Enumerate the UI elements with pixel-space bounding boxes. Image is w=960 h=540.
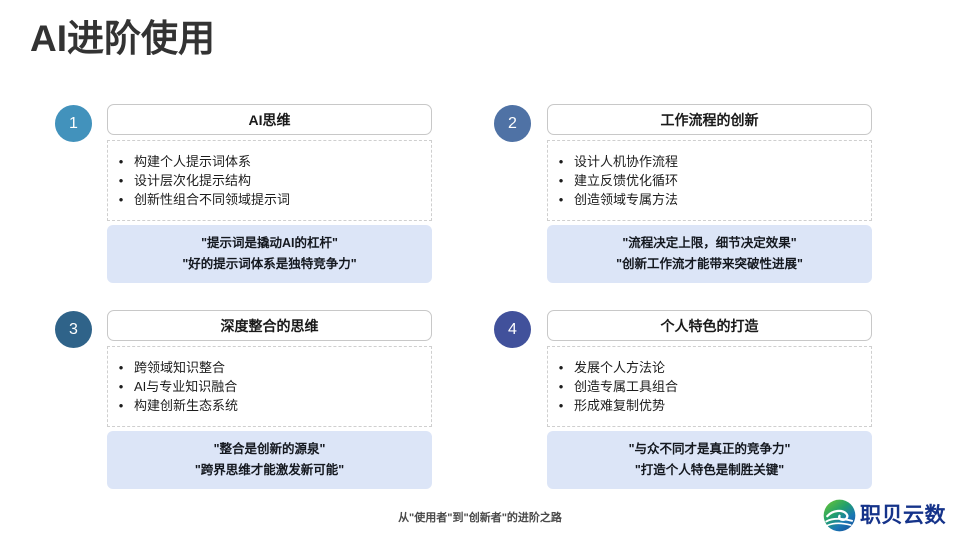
bullet-dot-icon: • [558,379,564,394]
bullet-dot-icon: • [558,192,564,207]
wave-circle-icon [823,499,856,532]
list-item: • 形成难复制优势 [548,396,871,415]
bullet-dot-icon: • [558,360,564,375]
bullet-text: 构建个人提示词体系 [134,154,252,169]
card-3: 深度整合的思维 • 跨领域知识整合 • AI与专业知识融合 • 构建创新生态系统… [107,310,432,490]
card-2: 工作流程的创新 • 设计人机协作流程 • 建立反馈优化循环 • 创造领域专属方法… [547,104,872,284]
brand-name: 职贝云数 [860,504,946,527]
card-bullet-list-4: • 发展个人方法论 • 创造专属工具组合 • 形成难复制优势 [547,346,872,427]
card-number-badge-2: 2 [494,105,531,142]
quote-line: "好的提示词体系是独特竞争力" [182,256,357,271]
quote-line: "跨界思维才能激发新可能" [194,462,345,477]
bullet-dot-icon: • [118,360,124,375]
list-item: • 跨领域知识整合 [108,358,431,377]
quote-line: "提示词是撬动AI的杠杆" [201,236,338,250]
card-number-badge-4: 4 [494,311,531,348]
bullet-dot-icon: • [118,398,124,413]
card-1: AI思维 • 构建个人提示词体系 • 设计层次化提示结构 • 创新性组合不同领域… [107,104,432,284]
quote-line: "整合是创新的源泉" [213,442,326,456]
list-item: • 创新性组合不同领域提示词 [108,190,431,209]
quote-line: "与众不同才是真正的竞争力" [628,442,791,456]
bullet-text: AI与专业知识融合 [134,379,238,394]
bullet-text: 创造领域专属方法 [574,192,679,207]
bullet-dot-icon: • [558,398,564,413]
card-quote-box-3: "整合是创新的源泉" "跨界思维才能激发新可能" [107,431,432,490]
card-number-label-1: 1 [69,114,78,132]
bullet-text: 设计层次化提示结构 [134,173,252,188]
footer-caption: 从"使用者"到"创新者"的进阶之路 [398,512,562,524]
card-quote-box-1: "提示词是撬动AI的杠杆" "好的提示词体系是独特竞争力" [107,225,432,284]
bullet-dot-icon: • [118,192,124,207]
list-item: • 创造领域专属方法 [548,190,871,209]
card-quote-box-2: "流程决定上限，细节决定效果" "创新工作流才能带来突破性进展" [547,225,872,284]
card-title-3: 深度整合的思维 [107,310,432,341]
bullet-dot-icon: • [558,154,564,169]
bullet-dot-icon: • [118,379,124,394]
list-item: • 构建个人提示词体系 [108,152,431,171]
list-item: • AI与专业知识融合 [108,377,431,396]
card-bullet-list-2: • 设计人机协作流程 • 建立反馈优化循环 • 创造领域专属方法 [547,140,872,221]
card-bullet-list-1: • 构建个人提示词体系 • 设计层次化提示结构 • 创新性组合不同领域提示词 [107,140,432,221]
bullet-text: 创新性组合不同领域提示词 [134,192,291,207]
card-number-badge-1: 1 [55,105,92,142]
list-item: • 构建创新生态系统 [108,396,431,415]
card-number-badge-3: 3 [55,311,92,348]
quote-line: "创新工作流才能带来突破性进展" [616,256,803,271]
quote-line: "流程决定上限，细节决定效果" [622,236,797,250]
bullet-text: 建立反馈优化循环 [574,173,679,188]
bullet-text: 创造专属工具组合 [574,379,679,394]
bullet-text: 发展个人方法论 [574,360,666,375]
bullet-dot-icon: • [118,173,124,188]
card-number-label-3: 3 [69,320,78,338]
card-title-1: AI思维 [107,104,432,135]
list-item: • 创造专属工具组合 [548,377,871,396]
quote-line: "打造个人特色是制胜关键" [634,462,785,477]
card-quote-box-4: "与众不同才是真正的竞争力" "打造个人特色是制胜关键" [547,431,872,490]
list-item: • 建立反馈优化循环 [548,171,871,190]
card-4: 个人特色的打造 • 发展个人方法论 • 创造专属工具组合 • 形成难复制优势 "… [547,310,872,490]
bullet-text: 设计人机协作流程 [574,154,679,169]
bullet-dot-icon: • [558,173,564,188]
bullet-text: 构建创新生态系统 [134,398,239,413]
bullet-text: 跨领域知识整合 [134,360,226,375]
list-item: • 设计人机协作流程 [548,152,871,171]
list-item: • 设计层次化提示结构 [108,171,431,190]
list-item: • 发展个人方法论 [548,358,871,377]
page-title: AI进阶使用 [30,18,215,59]
card-title-4: 个人特色的打造 [547,310,872,341]
bullet-text: 形成难复制优势 [574,398,666,413]
brand-logo: 职贝云数 [823,499,946,532]
card-title-2: 工作流程的创新 [547,104,872,135]
card-number-label-4: 4 [508,320,517,338]
card-number-label-2: 2 [508,114,517,132]
bullet-dot-icon: • [118,154,124,169]
card-bullet-list-3: • 跨领域知识整合 • AI与专业知识融合 • 构建创新生态系统 [107,346,432,427]
